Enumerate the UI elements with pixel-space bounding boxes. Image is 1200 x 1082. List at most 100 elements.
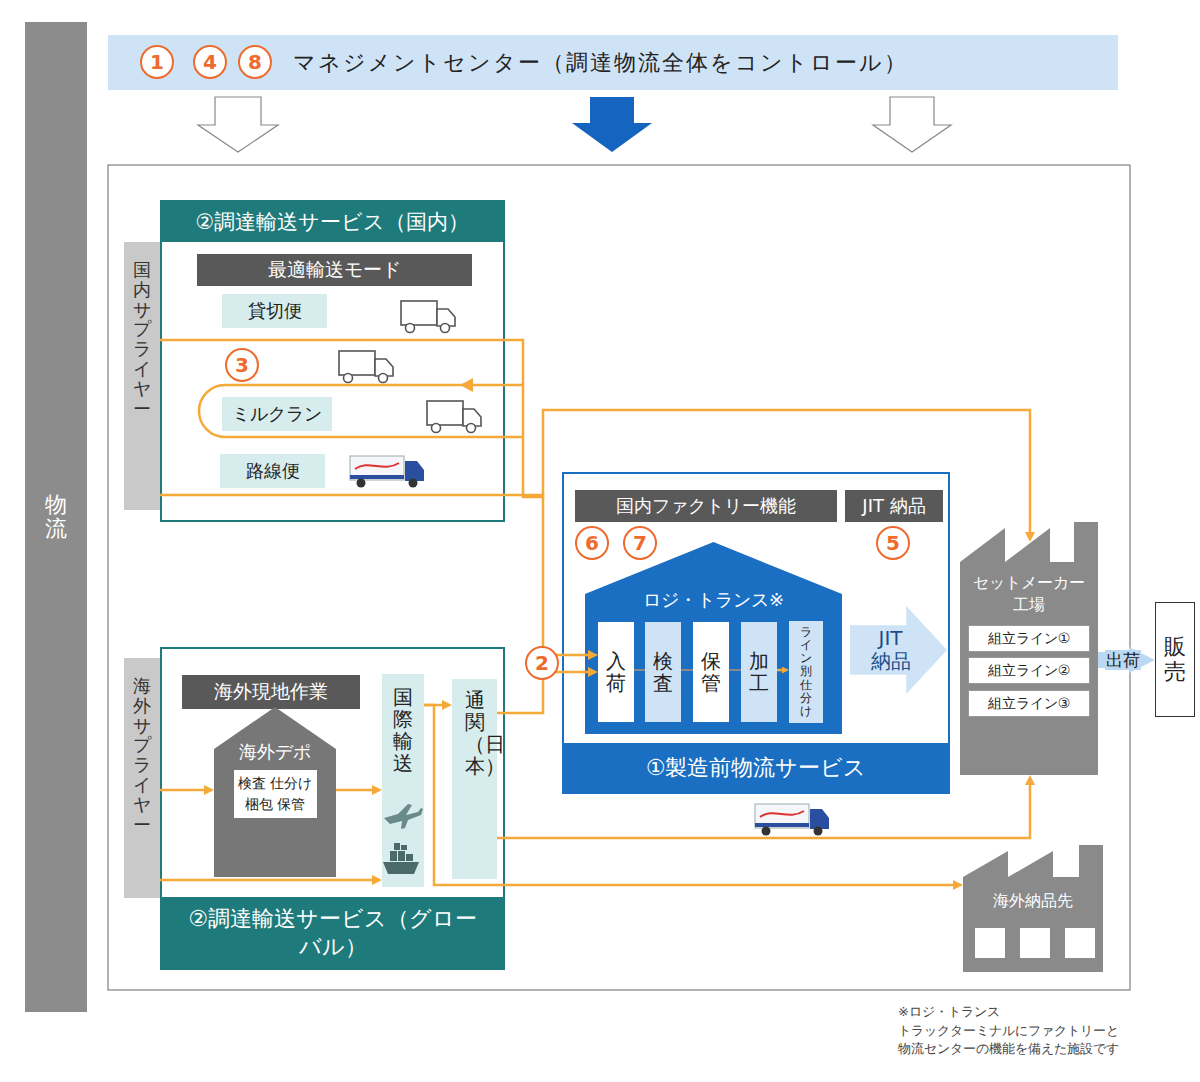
illustration-part	[390, 851, 397, 861]
process-box: ライン別 仕分け	[789, 621, 823, 723]
node-text: 国際輸送	[393, 686, 413, 774]
flow-connector	[160, 340, 1030, 532]
callout-number: 2	[525, 646, 559, 680]
plane-icon	[384, 804, 423, 829]
node-text: 最適輸送モード	[268, 258, 401, 282]
flow-connector	[497, 785, 1030, 838]
control-arrow	[572, 97, 652, 152]
depot-house-outline	[214, 707, 336, 877]
node-text: 海外デポ	[239, 741, 311, 764]
callout-number: 8	[238, 45, 272, 79]
process-box: 検査	[645, 622, 681, 722]
assembly-line: 組立ライン①	[968, 625, 1090, 652]
node-text: 組立ライン①	[988, 630, 1071, 648]
illustration-part	[394, 843, 400, 850]
depot-house: 海外デポ検査 仕分け 梱包 保管	[214, 707, 336, 877]
window	[1020, 928, 1050, 958]
process-box: 入荷	[598, 622, 634, 722]
callout-number: 5	[876, 526, 910, 560]
flow-connector	[160, 879, 372, 882]
node-text: 通関（日本）	[465, 689, 485, 777]
window	[975, 928, 1005, 958]
milk-run-loop	[199, 385, 523, 437]
node-text: ミルクラン	[232, 403, 322, 426]
supplier-band: 国内サプライヤー	[124, 242, 160, 510]
flow-connector	[160, 789, 204, 792]
flow-connector	[681, 669, 693, 671]
callout-number: 1	[140, 45, 174, 79]
footnote: トラックターミナルにファクトリーと物流センターの機能を備えた施設です	[898, 1022, 1130, 1058]
node-text: 物流	[45, 493, 67, 541]
node-text: ②調達輸送サービス（国内）	[162, 202, 503, 242]
mode-box: 路線便	[220, 454, 325, 488]
node-text: 海外サプライヤー	[133, 676, 151, 834]
illustration-part	[398, 851, 405, 861]
flow-connector	[777, 669, 782, 672]
control-arrow	[198, 97, 278, 152]
service-panel: ②調達輸送サービス（国内） 最適輸送モード貸切便ミルクラン路線便	[160, 200, 505, 522]
node-text: 保管	[701, 650, 721, 694]
node-text: 組立ライン②	[988, 662, 1071, 680]
window	[1065, 928, 1095, 958]
edge-label: 出荷	[1105, 650, 1141, 670]
callout-number: 6	[575, 526, 609, 560]
node-text: JIT 納品	[862, 495, 925, 518]
mode-box: ミルクラン	[222, 397, 332, 431]
flow-connector	[336, 789, 372, 792]
node-text: 販売	[1164, 635, 1186, 683]
customs-column: 通関（日本）	[452, 679, 497, 879]
node-text: 加工	[749, 650, 769, 694]
jit-arrow-outline	[850, 606, 947, 694]
node-text: ライン別 仕分け	[800, 626, 812, 718]
mode-box: 貸切便	[222, 294, 327, 328]
section-band: 海外現地作業	[182, 675, 360, 709]
process-box: 保管	[693, 622, 729, 722]
illustration-part	[383, 862, 419, 874]
truck-icon	[755, 804, 829, 836]
callout-number: 7	[623, 526, 657, 560]
node-text: マネジメントセンター（調達物流全体をコントロール）	[293, 49, 908, 77]
node-text: 検査	[653, 650, 673, 694]
node-text: ロジ・トランス※	[643, 589, 784, 612]
node-text: JIT 納品	[865, 627, 917, 673]
footnote: ※ロジ・トランス	[898, 1003, 1158, 1021]
ship-icon	[383, 843, 419, 874]
truck-icon	[401, 301, 455, 333]
factory-outline	[960, 522, 1098, 775]
section-band: 最適輸送モード	[197, 254, 472, 286]
callout-number: 3	[225, 348, 259, 382]
factory: セットメーカー 工場組立ライン① 組立ライン② 組立ライン③	[960, 522, 1098, 775]
node-text: 海外現地作業	[214, 680, 328, 704]
node-text: 国内サプライヤー	[133, 260, 151, 418]
factory-outline	[963, 845, 1103, 972]
illustration-part	[406, 854, 413, 861]
flow-connector	[729, 669, 741, 671]
service-panel: ②調達輸送サービス（グローバル） 海外現地作業海外デポ検査 仕分け 梱包 保管国際…	[160, 647, 505, 970]
control-arrow	[873, 97, 951, 152]
service-panel: ①製造前物流サービス国内ファクトリー機能JIT 納品ロジ・トランス※入荷検査保管…	[562, 472, 950, 794]
node-text: セットメーカー 工場	[966, 572, 1092, 617]
loop-arrowhead	[460, 378, 473, 392]
outer-frame	[108, 165, 1130, 990]
node-text: 貸切便	[248, 300, 302, 323]
assembly-line: 組立ライン②	[968, 657, 1090, 684]
sales-box: 販売	[1155, 602, 1195, 717]
illustration-part	[401, 845, 407, 850]
flow-connector	[634, 669, 645, 671]
node-text: 組立ライン③	[988, 695, 1071, 713]
section-band: JIT 納品	[845, 490, 943, 522]
jit-arrow: JIT 納品	[850, 606, 947, 694]
callout-number: 4	[193, 45, 227, 79]
truck-icon	[339, 351, 393, 383]
facility-house-outline	[585, 542, 842, 734]
node-text: 国内ファクトリー機能	[616, 495, 796, 518]
flow-connector	[160, 495, 588, 655]
facility-house: ロジ・トランス※ 入荷検査保管加工 ライン別 仕分け	[585, 542, 842, 734]
node-text: ②調達輸送サービス（グローバル）	[162, 897, 503, 968]
flow-connector	[424, 705, 953, 885]
supplier-band: 海外サプライヤー	[124, 658, 160, 898]
side-band: 物流	[25, 22, 87, 1012]
node-text: ①製造前物流サービス	[564, 743, 948, 793]
node-text: 海外納品先	[993, 891, 1073, 911]
truck-icon	[427, 401, 481, 433]
